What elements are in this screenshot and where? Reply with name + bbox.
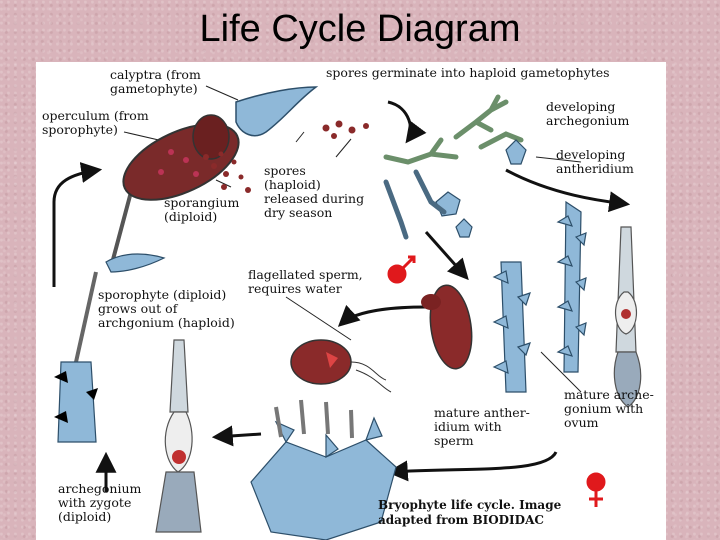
arrow-to-mature-antheridium — [424, 231, 469, 281]
label-spores-released: spores (haploid) released during dry sea… — [264, 163, 365, 220]
female-symbol-icon — [586, 472, 606, 507]
label-operculum: operculum (from sporophyte) — [42, 108, 149, 137]
label-spores-germinate: spores germinate into haploid gametophyt… — [326, 65, 610, 80]
life-cycle-drawing — [52, 85, 642, 540]
arrow-spores-to-gametophytes — [387, 100, 427, 144]
bottom-gametophyte-illustration — [250, 416, 397, 540]
arrow-to-zygote — [211, 425, 262, 447]
arrow-sperm-to-egg — [337, 304, 427, 327]
label-calyptra: calyptra (from gametophyte) — [110, 67, 201, 96]
released-spores — [203, 120, 369, 193]
sporophyte-plant-illustration — [54, 253, 166, 443]
protonema-illustration — [383, 94, 524, 165]
slide-title: Life Cycle Diagram — [199, 8, 521, 50]
archegonium-zygote-illustration — [155, 339, 202, 533]
image-credit: Bryophyte life cycle. Image adapted from… — [378, 498, 562, 527]
young-stems — [383, 169, 447, 240]
archegonial-plant-illustration — [613, 226, 642, 408]
mature-antheridium-illustration — [421, 284, 473, 370]
sperm-cluster-illustration — [290, 339, 392, 393]
label-archegonium-zygote: archegonium with zygote (diploid) — [58, 481, 142, 524]
antheridial-plant-illustration — [556, 200, 587, 373]
arrow-to-antheridium — [505, 168, 631, 213]
leafy-male-gametophyte-illustration — [492, 261, 531, 393]
arrow-up-left — [52, 162, 103, 287]
bottom-archegonia-tips — [274, 399, 354, 439]
label-developing-archegonium: developing archegonium — [546, 99, 630, 128]
label-mature-antheridium: mature anther- idium with sperm — [434, 405, 530, 448]
label-developing-antheridium: developing antheridium — [556, 147, 634, 176]
arrow-to-fertilization — [386, 451, 558, 482]
diagram-panel: calyptra (from gametophyte) operculum (f… — [36, 62, 666, 540]
cycle-arrows — [52, 100, 631, 492]
label-sporophyte: sporophyte (diploid) grows out of archgo… — [98, 287, 235, 330]
label-flagellated-sperm: flagellated sperm, requires water — [248, 267, 363, 296]
label-sporangium: sporangium (diploid) — [164, 195, 240, 224]
male-symbol-icon — [387, 255, 416, 284]
label-mature-archegonium: mature arche- gonium with ovum — [564, 387, 654, 430]
calyptra-illustration — [235, 86, 319, 137]
sporangium-capsule-illustration — [109, 114, 240, 268]
